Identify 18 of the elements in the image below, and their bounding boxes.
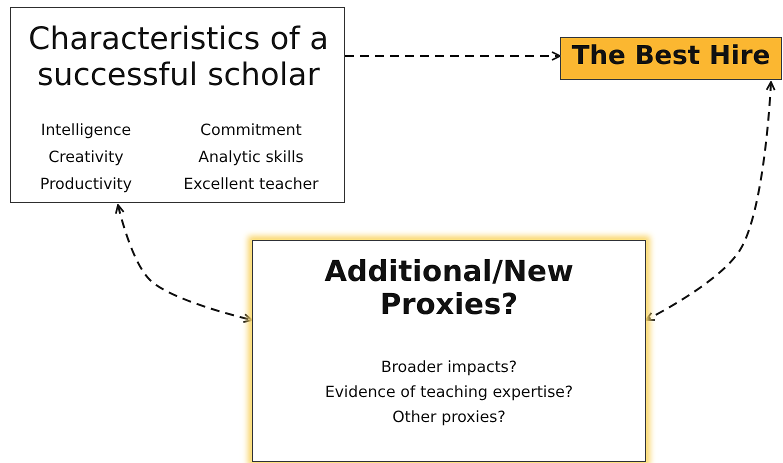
item-text: Other proxies? — [391, 409, 507, 427]
arrow — [345, 51, 561, 61]
heading: The Best Hire — [570, 42, 772, 72]
item-text: Commitment — [199, 122, 303, 140]
item-text: Evidence of teaching expertise? — [324, 384, 574, 402]
heading: Characteristics of a successful scholar — [27, 22, 330, 94]
text-box — [10, 7, 345, 203]
item-text: Creativity — [47, 149, 124, 167]
item-text: Excellent teacher — [182, 176, 320, 194]
glow-box — [252, 240, 646, 462]
item-text: Intelligence — [40, 122, 132, 140]
highlight-box — [560, 37, 782, 80]
item-text: Broader impacts? — [380, 359, 518, 377]
arrow — [645, 81, 776, 321]
item-text: Analytic skills — [197, 149, 305, 167]
arrow — [115, 204, 253, 323]
heading: Additional/New Proxies? — [323, 255, 575, 322]
item-text: Productivity — [39, 176, 133, 194]
